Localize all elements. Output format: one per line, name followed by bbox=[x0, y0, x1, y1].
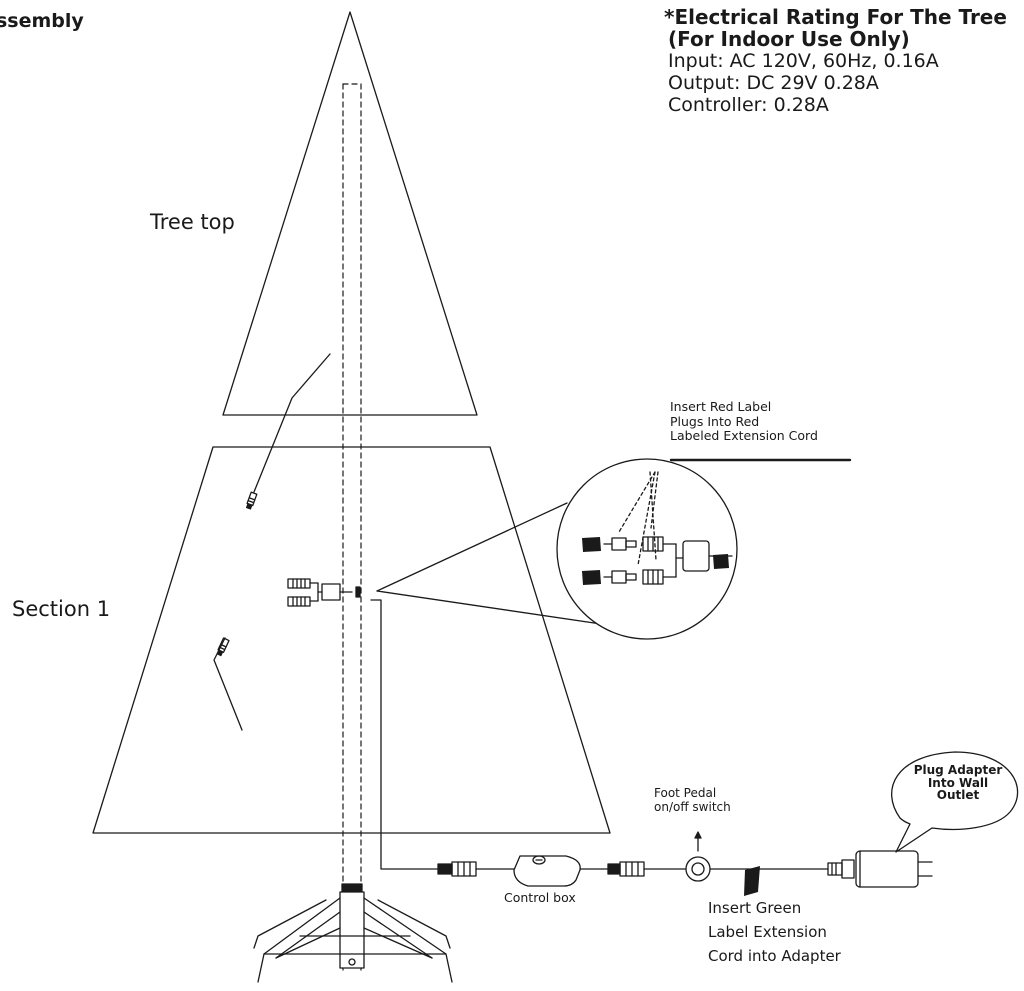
section-1-label: Section 1 bbox=[12, 597, 111, 621]
control-box bbox=[513, 855, 581, 887]
foot-pedal-switch bbox=[685, 831, 711, 882]
green-label-cord bbox=[744, 866, 760, 896]
insert-green-label: Insert Green Label Extension Cord into A… bbox=[708, 896, 841, 968]
insert-red-line: Plugs Into Red bbox=[670, 413, 760, 429]
electrical-rating: *Electrical Rating For The Tree (For Ind… bbox=[664, 6, 1007, 116]
assembly-heading: ssembly bbox=[0, 10, 84, 32]
tree-stand bbox=[253, 883, 453, 983]
callout-detail bbox=[582, 536, 733, 585]
section-1-plug bbox=[216, 637, 230, 657]
plug-adapter-line: Plug Adapter bbox=[913, 763, 1003, 777]
center-pole bbox=[342, 83, 362, 971]
foot-pedal-line: Foot Pedal bbox=[654, 786, 717, 800]
plug-adapter-line: Outlet bbox=[936, 788, 980, 802]
insert-green-line: Insert Green bbox=[708, 899, 802, 917]
insert-red-label: Insert Red Label Plugs Into Red Labeled … bbox=[670, 399, 818, 444]
splitter-connector bbox=[287, 578, 361, 607]
tree-top-plug bbox=[246, 491, 258, 510]
rating-indoor-note: (For Indoor Use Only) bbox=[668, 27, 910, 51]
main-cable bbox=[370, 599, 439, 870]
plug-adapter-bubble bbox=[891, 751, 1019, 853]
insert-green-line: Cord into Adapter bbox=[708, 947, 841, 965]
insert-green-line: Label Extension bbox=[708, 923, 827, 941]
rating-controller: Controller: 0.28A bbox=[668, 94, 829, 116]
tree-top-cable bbox=[253, 353, 331, 493]
callout-line-bottom bbox=[376, 590, 602, 625]
insert-arrows bbox=[618, 471, 659, 566]
insert-red-line: Insert Red Label bbox=[670, 399, 772, 414]
plug-adapter-line: Into Wall bbox=[927, 775, 989, 790]
connector-2 bbox=[607, 861, 687, 877]
tree-top-label: Tree top bbox=[150, 210, 235, 234]
foot-pedal-line: on/off switch bbox=[654, 800, 731, 814]
rating-input: Input: AC 120V, 60Hz, 0.16A bbox=[668, 50, 939, 72]
callout-line-top bbox=[376, 502, 568, 592]
section-1 bbox=[92, 446, 611, 834]
power-adapter bbox=[827, 850, 933, 888]
connector-1 bbox=[437, 861, 515, 877]
control-box-label: Control box bbox=[504, 890, 576, 905]
rating-title: *Electrical Rating For The Tree bbox=[664, 5, 1007, 29]
plug-adapter-label: Plug Adapter Into Wall Outlet bbox=[896, 764, 1020, 802]
callout-circle bbox=[556, 458, 738, 640]
rating-output: Output: DC 29V 0.28A bbox=[668, 72, 879, 94]
insert-red-line: Labeled Extension Cord bbox=[670, 428, 818, 443]
foot-pedal-label: Foot Pedal on/off switch bbox=[654, 786, 731, 814]
tree-top-section bbox=[222, 11, 478, 416]
